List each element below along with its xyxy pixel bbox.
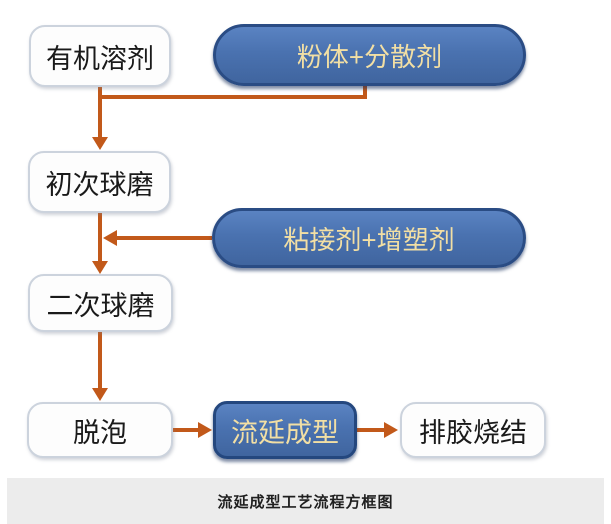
node-defoaming: 脱泡 [27, 402, 173, 458]
connector-first-to-second-milling [92, 213, 108, 274]
connector-casting-to-sintering [356, 422, 398, 438]
connector-second-milling-to-defoaming [92, 332, 108, 401]
node-binder-plasticizer: 粘接剂+增塑剂 [212, 208, 526, 268]
node-second-ball-milling: 二次球磨 [28, 274, 173, 332]
caption-text: 流延成型工艺流程方框图 [217, 493, 394, 511]
node-organic-solvent: 有机溶剂 [29, 25, 171, 87]
node-binder-burnout-sintering: 排胶烧结 [400, 402, 546, 458]
caption-bar: 流延成型工艺流程方框图 [7, 478, 604, 524]
node-powder-dispersant: 粉体+分散剂 [213, 24, 526, 86]
connector-defoaming-to-casting [172, 422, 212, 438]
connector-binder-to-flow [103, 230, 212, 246]
node-tape-casting: 流延成型 [213, 401, 357, 459]
connector-solvent-to-first-milling [92, 87, 108, 150]
node-first-ball-milling: 初次球磨 [28, 151, 171, 213]
